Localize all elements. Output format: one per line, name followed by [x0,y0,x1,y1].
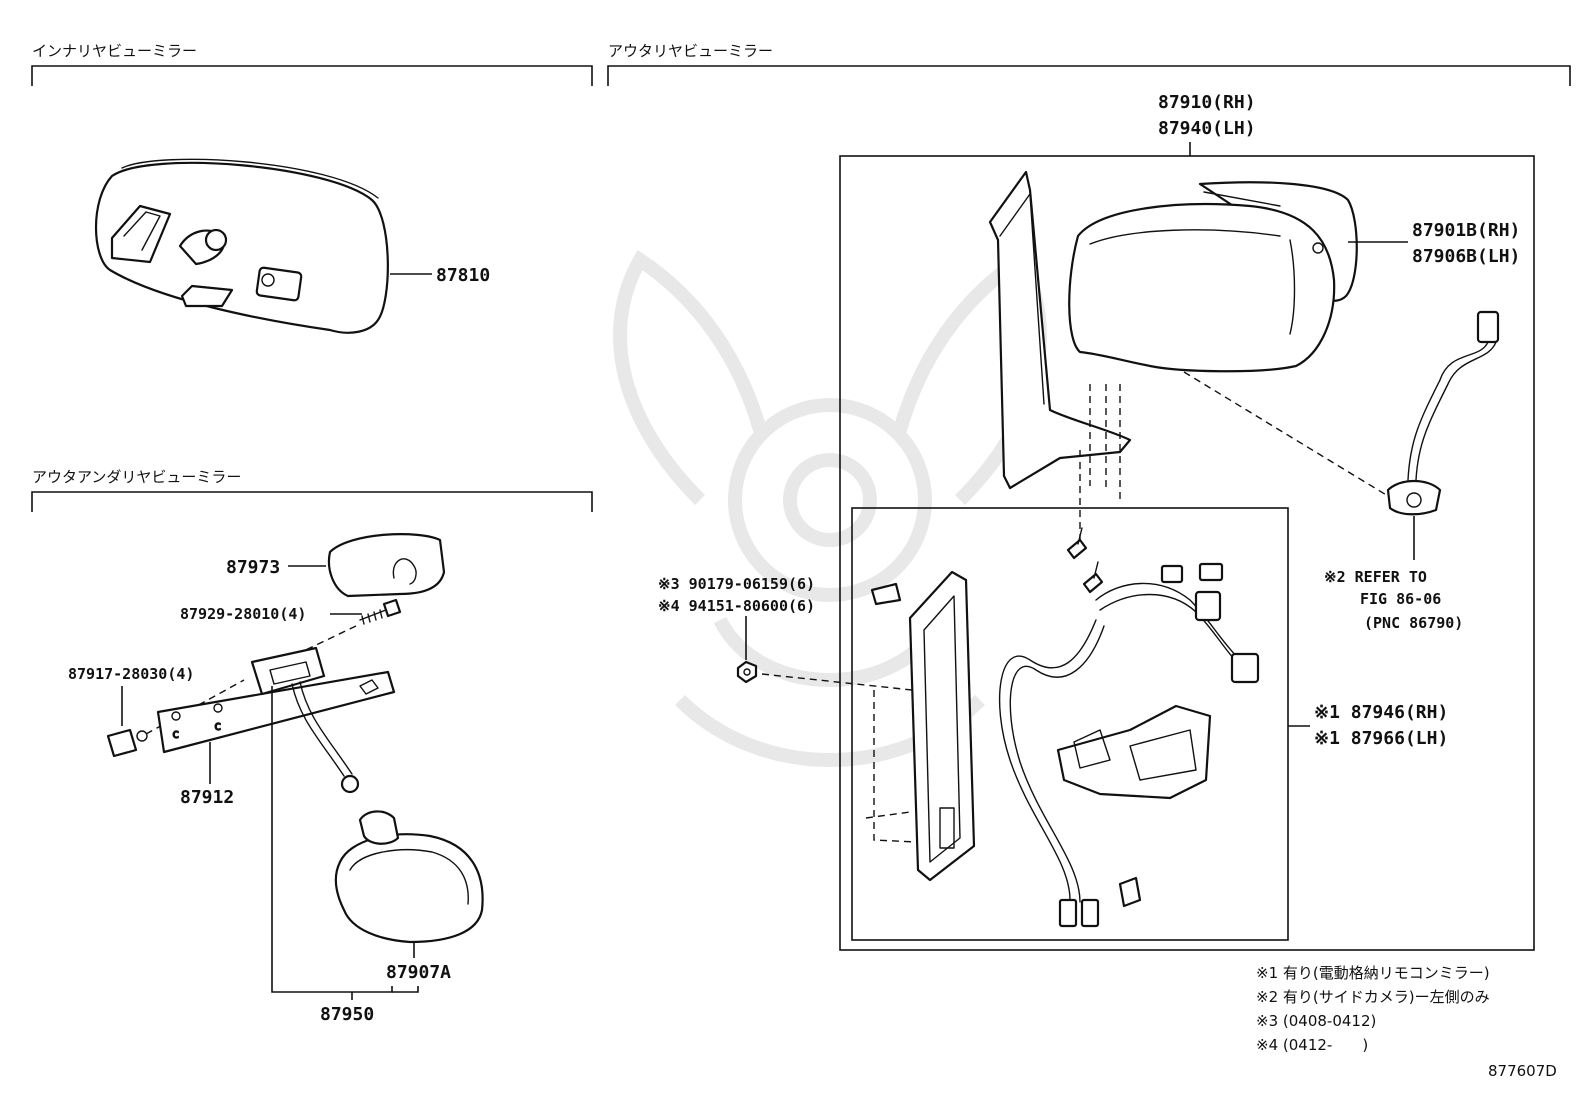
section-bracket-inner [31,65,593,86]
part-number-87973: 87973 [226,557,280,578]
wire-harness-drawing [998,562,1260,928]
dash-guide-6 [865,811,911,819]
mirror-bracket-87912-drawing: c c [156,670,396,754]
note-2: ※2 有り(サイドカメラ)ー左側のみ [1256,988,1490,1006]
nut-icon [736,660,758,684]
dash-leader-nut [761,673,913,691]
part-number-87906b: 87906B(LH) [1412,246,1520,267]
leader-87950-left [271,686,393,993]
part-number-87929: 87929-28010(4) [180,605,306,623]
section-title-outer-mirror: アウタリヤビューミラー [608,42,773,60]
part-number-87912: 87912 [180,787,234,808]
mirror-cover-87973-drawing [327,533,446,598]
note-4: ※4 (0412- ) [1256,1036,1368,1054]
part-number-87946: ※1 87946(RH) [1314,702,1448,723]
side-camera-harness-drawing [1386,310,1500,516]
screw-icon [1082,561,1104,594]
dash-leader-camera [1183,371,1389,497]
clip-icon [106,728,148,758]
part-number-87901b: 87901B(RH) [1412,220,1520,241]
refer-note-line1: ※2 REFER TO [1324,568,1427,586]
part-number-87966: ※1 87966(LH) [1314,728,1448,749]
under-mirror-head-87907a-drawing [334,810,484,944]
dash-guide-5 [873,690,917,843]
mirror-stay-drawing [250,646,360,794]
note-1: ※1 有り(電動格納リモコンミラー) [1256,964,1490,982]
part-number-87950: 87950 [320,1004,374,1025]
outer-mirror-housing-drawing [988,170,1358,490]
part-number-87910: 87910(RH) [1158,92,1256,113]
figure-id: 877607D [1488,1062,1557,1080]
leader-87950-right [392,986,419,993]
assembly-box-87910 [839,155,1535,951]
section-bracket-outer [607,65,1571,86]
section-title-inner-mirror: インナリヤビューミラー [32,42,197,60]
inner-mirror-drawing [95,158,389,334]
part-number-94151: ※4 94151-80600(6) [658,597,815,615]
part-number-87810: 87810 [436,265,490,286]
note-3: ※3 (0408-0412) [1256,1012,1376,1030]
part-number-87940: 87940(LH) [1158,118,1256,139]
dash-leader-bolt [267,625,357,669]
part-number-90179: ※3 90179-06159(6) [658,575,815,593]
part-number-87907a: 87907A [386,962,451,983]
section-title-outer-under-mirror: アウタアンダリヤビューミラー [32,468,241,486]
refer-note-line3: (PNC 86790) [1364,614,1463,632]
part-number-87917: 87917-28030(4) [68,665,194,683]
svg-text:c: c [172,727,179,741]
mirror-base-plate-drawing [870,570,976,882]
section-bracket-outer-under [31,491,593,512]
bolt-icon [359,598,402,625]
refer-note-line2: FIG 86-06 [1360,590,1441,608]
watermark-logo [613,250,1047,767]
svg-text:c: c [214,719,221,733]
screw-icon [1066,527,1088,560]
assembly-box-87946 [851,507,1289,941]
